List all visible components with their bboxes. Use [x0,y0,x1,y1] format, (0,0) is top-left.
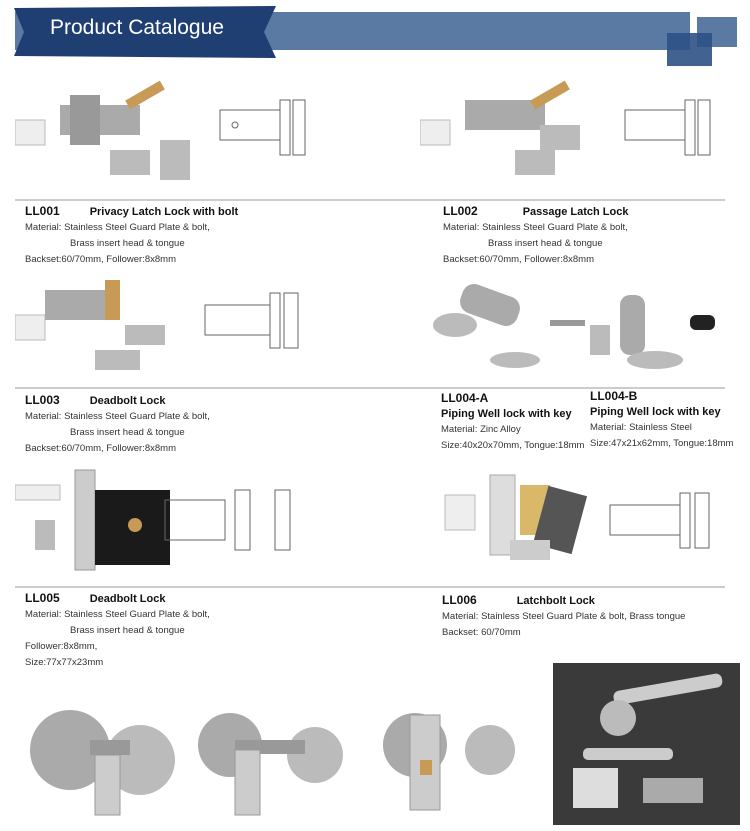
product-ll004-b: LL004-B Piping Well lock with key Materi… [590,389,734,449]
bathroom-lock-image [198,713,343,816]
technical-drawing-ll003 [204,292,299,349]
product-image-ll001 [15,80,190,180]
lever-handle-photo [553,663,740,825]
product-image-ll002 [420,80,580,175]
product-image-ll003 [15,280,165,370]
product-image-ll004 [433,284,715,369]
technical-drawing-ll006 [609,492,710,549]
product-ll004-a: LL004-A Piping Well lock with key Materi… [441,391,585,451]
bathroom-lock-image [30,710,175,816]
page-title: Product Catalogue [50,16,224,39]
technical-drawing-ll005 [164,489,291,551]
divider [15,586,725,588]
divider [15,199,725,201]
product-image-ll006 [444,474,588,560]
technical-drawing-ll001 [219,99,306,156]
decor-square [667,33,712,66]
technical-drawing-ll002 [624,99,711,156]
bathroom-lock-image [383,713,515,811]
product-image-ll005 [15,469,170,571]
header-ribbon [14,6,276,58]
divider [15,387,725,389]
